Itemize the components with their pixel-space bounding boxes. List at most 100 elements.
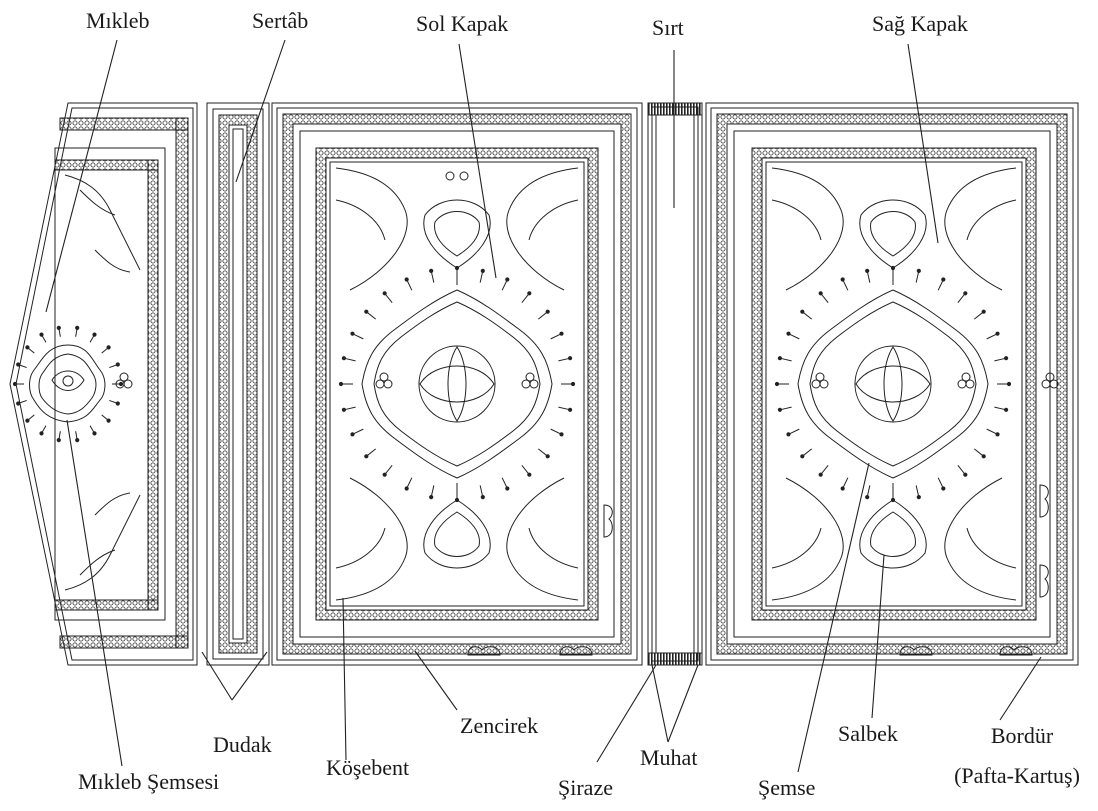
label-kosebent: Köşebent: [326, 756, 409, 780]
right-shamse-tick-dot: [787, 433, 790, 436]
label-sol-kapak: Sol Kapak: [416, 12, 508, 36]
left-shamse-tick-dot: [546, 455, 549, 458]
leader-bordur: [1000, 657, 1041, 720]
flap-medallion-tick-dot: [116, 363, 119, 366]
right-shamse-tick-dot: [775, 382, 778, 385]
leader-mikleb-semsesi: [67, 420, 122, 766]
right-shamse-tick-dot: [866, 269, 869, 272]
label-bordur: Bordür (Pafta-Kartuş): [950, 724, 1084, 788]
left-shamse-tick-dot: [528, 292, 531, 295]
right-shamse-tick-dot: [819, 473, 822, 476]
left-shamse-tick-dot: [351, 332, 354, 335]
left-shamse-tick-dot: [383, 292, 386, 295]
right-shamse-tick-dot: [891, 498, 894, 501]
label-zencirek: Zencirek: [460, 714, 538, 738]
right-shamse-tick-dot: [1007, 382, 1010, 385]
leader-sertab: [236, 40, 285, 182]
right-shamse-tick-dot: [801, 455, 804, 458]
flap-medallion-tick-dot: [26, 346, 29, 349]
right-shamse-tick-dot: [819, 292, 822, 295]
left-shamse-tick-dot: [342, 357, 345, 360]
right-shamse-tick-dot: [917, 269, 920, 272]
right-shamse-tick-dot: [866, 495, 869, 498]
right-shamse-tick-dot: [841, 487, 844, 490]
flap-medallion-tick-dot: [17, 402, 20, 405]
left-shamse-tick-dot: [455, 498, 458, 501]
sertab-strip: [207, 103, 269, 665]
right-shamse-tick-dot: [1004, 408, 1007, 411]
flap-medallion-tick-dot: [40, 432, 43, 435]
left-shamse-tick-dot: [405, 487, 408, 490]
flap-mikleb: [10, 103, 197, 665]
label-sag-kapak: Sağ Kapak: [872, 12, 968, 36]
flap-medallion-tick-dot: [116, 402, 119, 405]
label-siraze: Şiraze: [558, 776, 613, 800]
left-shamse-tick-dot: [571, 382, 574, 385]
left-shamse-tick-dot: [506, 278, 509, 281]
left-shamse-tick-dot: [568, 408, 571, 411]
left-cover: [272, 103, 642, 665]
right-shamse-tick-dot: [982, 310, 985, 313]
label-bordur-line2: (Pafta-Kartuş): [950, 764, 1084, 788]
right-shamse-tick-dot: [917, 495, 920, 498]
flap-medallion-tick-dot: [107, 346, 110, 349]
label-muhat: Muhat: [640, 746, 697, 770]
flap-medallion-tick-dot: [93, 333, 96, 336]
left-shamse-tick-dot: [430, 269, 433, 272]
right-shamse-tick-dot: [1004, 357, 1007, 360]
right-shamse-tick-dot: [801, 310, 804, 313]
left-shamse-tick-dot: [383, 473, 386, 476]
right-cover: [706, 103, 1078, 665]
right-shamse-tick-dot: [787, 332, 790, 335]
right-shamse-tick-dot: [964, 292, 967, 295]
leader-muhat-right: [668, 665, 698, 742]
left-shamse-tick-dot: [560, 332, 563, 335]
label-salbek: Salbek: [838, 722, 898, 746]
right-shamse-tick-dot: [891, 266, 894, 269]
label-semse: Şemse: [758, 776, 815, 800]
label-mikleb-semsesi: Mıkleb Şemsesi: [78, 770, 219, 794]
right-shamse-tick-dot: [778, 357, 781, 360]
right-shamse-tick-dot: [841, 278, 844, 281]
left-shamse-tick-dot: [351, 433, 354, 436]
right-shamse-tick-dot: [942, 278, 945, 281]
flap-medallion-tick-dot: [93, 432, 96, 435]
flap-medallion-tick-dot: [57, 326, 60, 329]
flap-medallion-tick-dot: [40, 333, 43, 336]
label-sertab: Sertâb: [252, 9, 308, 33]
left-shamse-tick-dot: [365, 310, 368, 313]
flap-medallion-tick-dot: [26, 419, 29, 422]
flap-medallion-tick-dot: [76, 439, 79, 442]
left-shamse-tick-dot: [339, 382, 342, 385]
spine-sirt: [648, 103, 702, 665]
right-shamse-tick-dot: [996, 332, 999, 335]
left-shamse-tick-dot: [481, 495, 484, 498]
left-shamse-tick-dot: [506, 487, 509, 490]
flap-medallion-tick-dot: [57, 439, 60, 442]
left-shamse-tick-dot: [481, 269, 484, 272]
right-shamse-tick-dot: [964, 473, 967, 476]
leader-mikleb: [46, 40, 117, 312]
flap-medallion-tick-dot: [13, 382, 16, 385]
left-shamse-tick-dot: [568, 357, 571, 360]
left-shamse-tick-dot: [528, 473, 531, 476]
label-sirt: Sırt: [652, 16, 684, 40]
right-shamse-tick-dot: [982, 455, 985, 458]
left-shamse-tick-dot: [365, 455, 368, 458]
flap-medallion-tick-dot: [119, 382, 122, 385]
right-shamse-tick-dot: [942, 487, 945, 490]
flap-medallion-tick-dot: [17, 363, 20, 366]
right-shamse-tick-dot: [778, 408, 781, 411]
left-shamse-tick-dot: [546, 310, 549, 313]
left-shamse-tick-dot: [560, 433, 563, 436]
flap-medallion-tick-dot: [76, 326, 79, 329]
left-shamse-tick-dot: [455, 266, 458, 269]
left-shamse-tick-dot: [405, 278, 408, 281]
left-shamse-tick-dot: [430, 495, 433, 498]
flap-medallion-tick-dot: [107, 419, 110, 422]
left-shamse-tick-dot: [342, 408, 345, 411]
label-mikleb: Mıkleb: [86, 9, 150, 33]
leader-muhat-left: [652, 665, 668, 742]
